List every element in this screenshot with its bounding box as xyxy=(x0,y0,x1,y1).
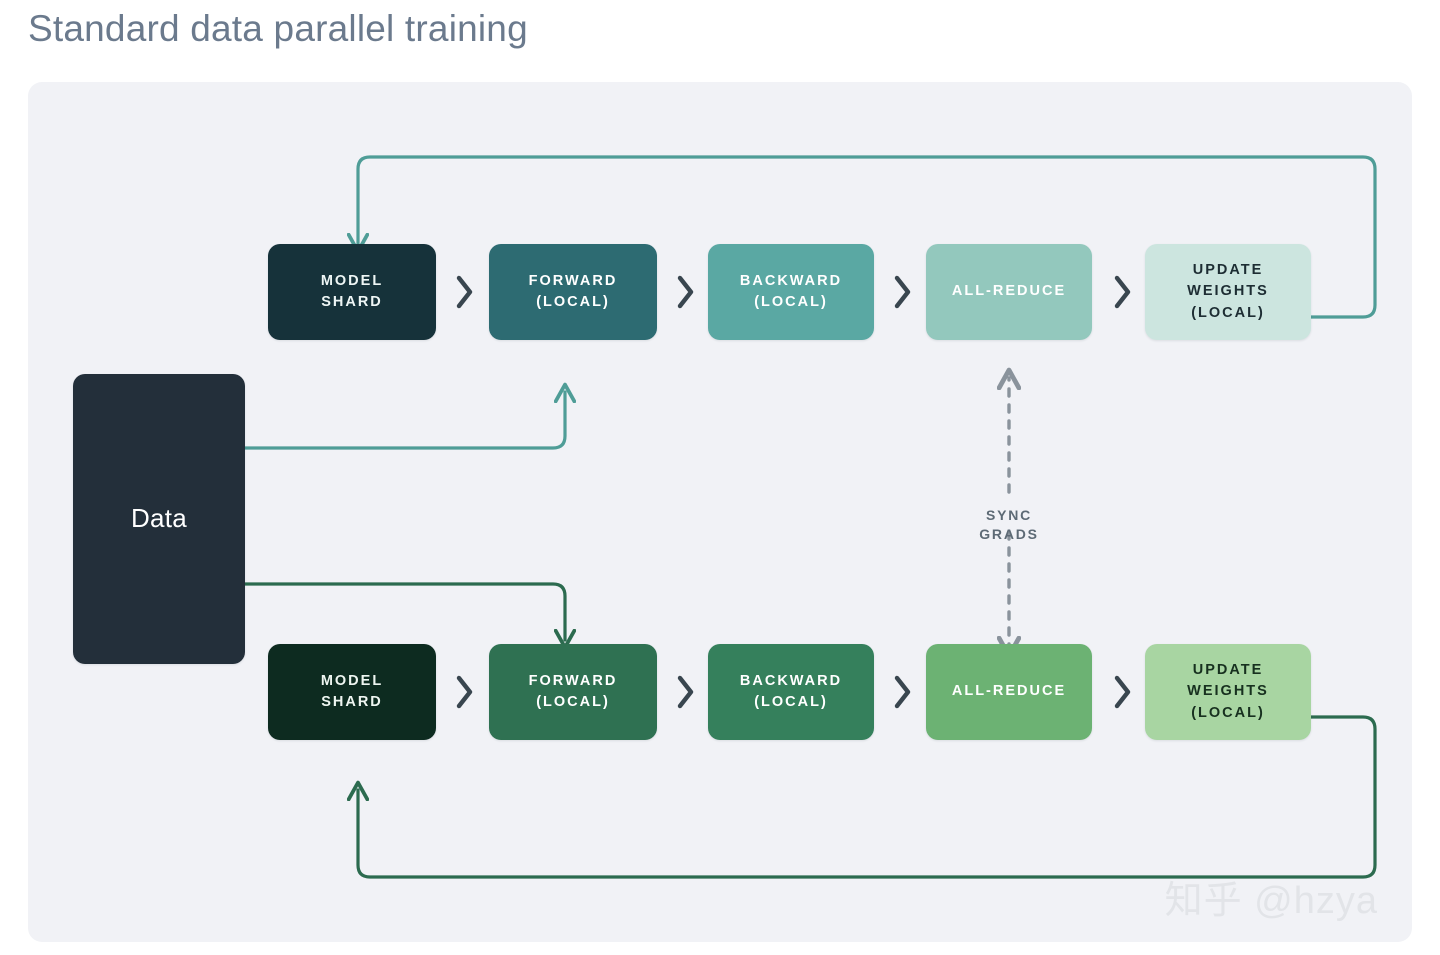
chevron-right-icon xyxy=(1110,671,1136,713)
sync-grads-label: SYNC GRADS xyxy=(939,487,1079,544)
chevron-right-icon xyxy=(673,671,699,713)
node-data-label: Data xyxy=(130,503,188,534)
node-row2-update-weights[interactable]: UPDATE WEIGHTS (LOCAL) xyxy=(1145,644,1311,740)
node-label: MODEL SHARD xyxy=(320,672,384,710)
wire-feedback-loop-row1 xyxy=(346,155,1377,319)
node-label: UPDATE WEIGHTS (LOCAL) xyxy=(1187,262,1269,321)
chevron-right-icon xyxy=(890,671,916,713)
node-row2-all-reduce[interactable]: ALL-REDUCE xyxy=(926,644,1092,740)
node-label: FORWARD (LOCAL) xyxy=(528,272,618,310)
node-label: ALL-REDUCE xyxy=(951,283,1067,300)
chevron-right-icon xyxy=(890,271,916,313)
wire-data-to-forward-row1 xyxy=(243,382,577,450)
node-label: UPDATE WEIGHTS (LOCAL) xyxy=(1187,662,1269,721)
node-label: MODEL SHARD xyxy=(320,272,384,310)
node-row1-all-reduce[interactable]: ALL-REDUCE xyxy=(926,244,1092,340)
node-data[interactable]: Data xyxy=(73,374,245,664)
diagram-panel: Data MODEL SHARD FORWARD (LOCAL) BACKWAR… xyxy=(28,82,1412,942)
chevron-right-icon xyxy=(452,671,478,713)
node-row1-forward[interactable]: FORWARD (LOCAL) xyxy=(489,244,657,340)
node-label: BACKWARD (LOCAL) xyxy=(739,672,843,710)
node-row2-backward[interactable]: BACKWARD (LOCAL) xyxy=(708,644,874,740)
node-label: FORWARD (LOCAL) xyxy=(528,672,618,710)
node-label: BACKWARD (LOCAL) xyxy=(739,272,843,310)
node-row1-backward[interactable]: BACKWARD (LOCAL) xyxy=(708,244,874,340)
node-row2-forward[interactable]: FORWARD (LOCAL) xyxy=(489,644,657,740)
chevron-right-icon xyxy=(452,271,478,313)
chevron-right-icon xyxy=(673,271,699,313)
node-row1-update-weights[interactable]: UPDATE WEIGHTS (LOCAL) xyxy=(1145,244,1311,340)
sync-grads-text: SYNC GRADS xyxy=(979,506,1039,542)
connector-layer xyxy=(243,155,1377,879)
wire-data-to-forward-row2 xyxy=(243,582,577,650)
node-row2-model-shard[interactable]: MODEL SHARD xyxy=(268,644,436,740)
node-label: ALL-REDUCE xyxy=(951,683,1067,700)
node-row1-model-shard[interactable]: MODEL SHARD xyxy=(268,244,436,340)
chevron-right-icon xyxy=(1110,271,1136,313)
page-title: Standard data parallel training xyxy=(28,8,528,49)
wire-feedback-loop-row2 xyxy=(346,715,1377,879)
